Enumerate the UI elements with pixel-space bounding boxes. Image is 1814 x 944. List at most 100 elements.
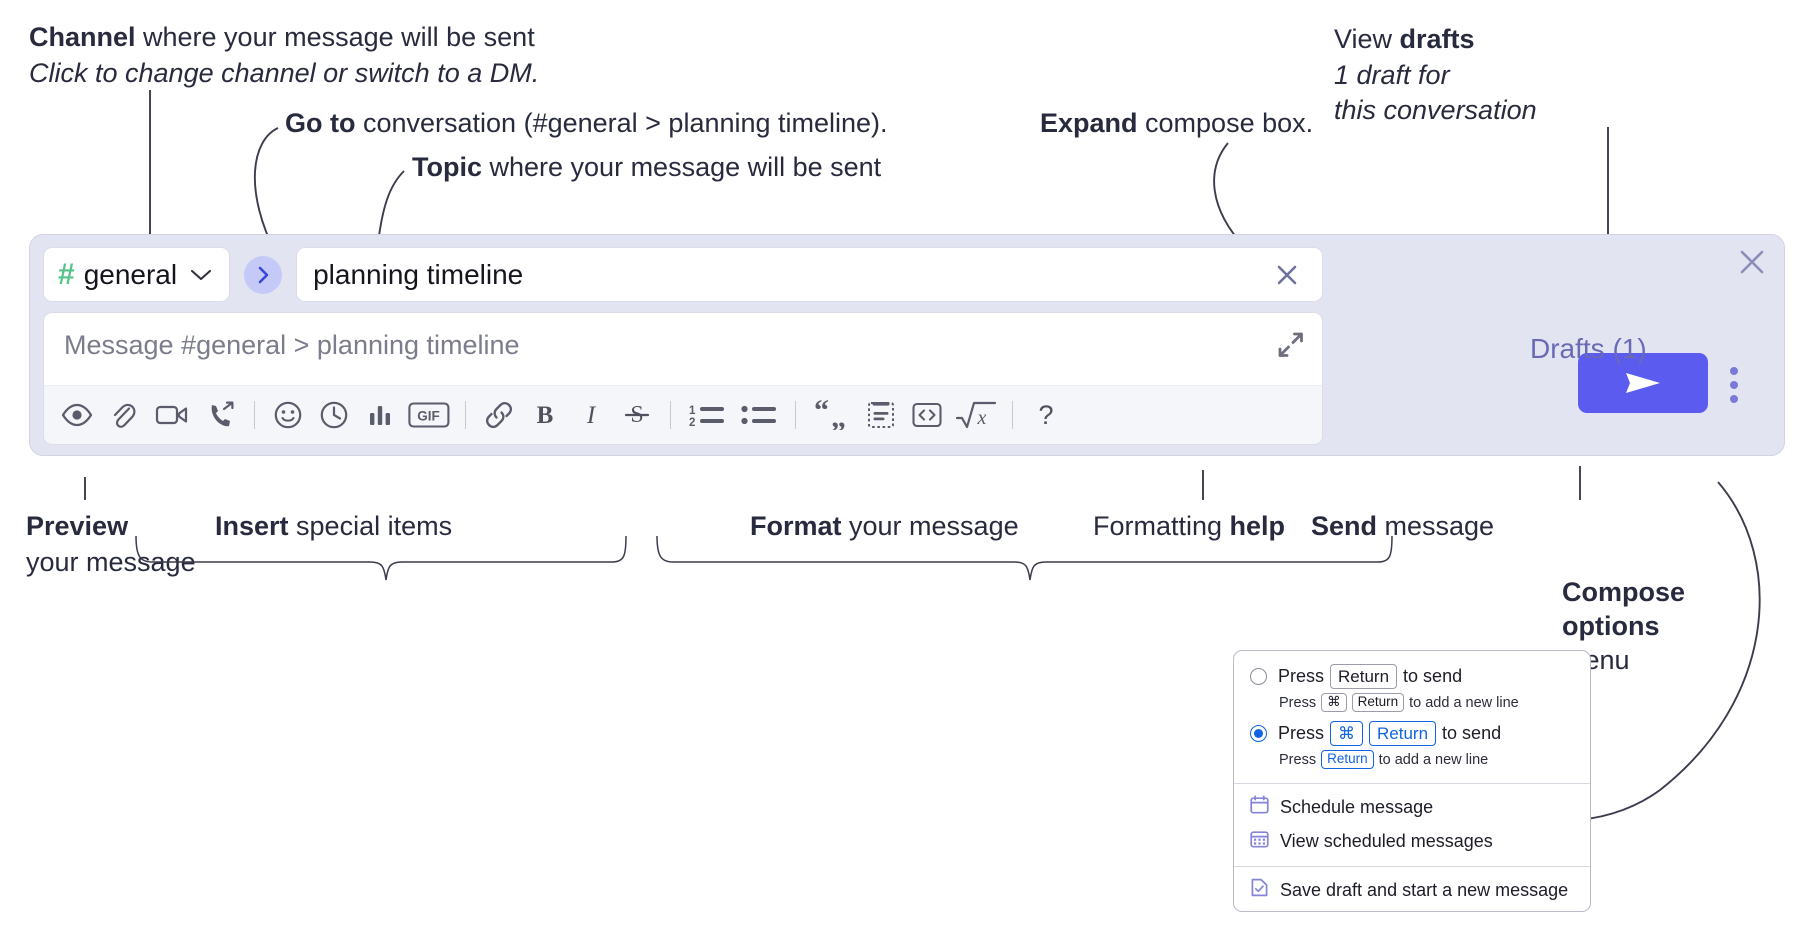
bulleted-list-icon[interactable]	[733, 392, 785, 438]
save-draft-icon	[1250, 878, 1269, 902]
formatting-toolbar: GIF B I S	[44, 385, 1322, 444]
phone-forward-icon[interactable]	[198, 392, 244, 438]
send-button[interactable]	[1578, 353, 1708, 413]
annotation-drafts-italic-1: 1 draft for	[1334, 59, 1450, 90]
video-camera-icon[interactable]	[146, 392, 198, 438]
annotation-drafts: View drafts 1 draft for this conversatio…	[1334, 22, 1537, 129]
radio-suffix: to send	[1442, 723, 1502, 744]
formatting-help-icon[interactable]: ?	[1023, 392, 1069, 438]
inline-code-icon[interactable]	[904, 392, 950, 438]
go-to-conversation-button[interactable]	[244, 255, 283, 294]
radio-button-selected[interactable]	[1250, 725, 1267, 743]
expand-diagonal-icon	[1278, 332, 1303, 357]
radio-option-label: Press ⌘ Return to send	[1278, 721, 1502, 747]
annotation-preview-bold: Preview	[26, 511, 129, 541]
annotation-channel-bold: Channel	[29, 22, 136, 52]
topic-clear-icon[interactable]	[1266, 260, 1308, 290]
radio-prefix: Press	[1278, 666, 1325, 687]
annotation-expand-bold: Expand	[1040, 108, 1138, 138]
sub-prefix: Press	[1279, 751, 1317, 768]
annotation-goto-bold: Go to	[285, 108, 356, 138]
code-block-icon[interactable]	[858, 392, 904, 438]
svg-text:x: x	[977, 407, 987, 429]
annotation-formatting-help: Formatting help	[1093, 509, 1285, 545]
message-input-box[interactable]: Message #general > planning timeline	[43, 312, 1323, 445]
bar-chart-icon[interactable]	[357, 392, 403, 438]
gif-icon[interactable]: GIF	[403, 392, 455, 438]
calendar-grid-icon	[1250, 829, 1269, 853]
annotation-format: Format your message	[750, 509, 1019, 545]
close-compose-button[interactable]	[1735, 245, 1769, 284]
italic-icon[interactable]: I	[568, 392, 614, 438]
annotation-topic-rest: where your message will be sent	[482, 152, 882, 182]
key-command: ⌘	[1330, 721, 1364, 747]
annotation-format-bold: Format	[750, 511, 842, 541]
compose-widget: # general planning timeline M	[29, 234, 1785, 456]
menu-item-view-scheduled-messages[interactable]: View scheduled messages	[1234, 824, 1590, 858]
toolbar-separator	[465, 401, 466, 429]
topic-input-wrapper[interactable]: planning timeline	[296, 247, 1323, 302]
menu-radio-option[interactable]: Press ⌘ Return to send	[1234, 718, 1590, 749]
menu-divider	[1234, 866, 1590, 868]
kebab-dot	[1730, 381, 1738, 389]
menu-item-label: View scheduled messages	[1280, 830, 1493, 851]
annotation-send-bold: Send	[1311, 511, 1378, 541]
sub-suffix: to add a new line	[1409, 694, 1519, 711]
toolbar-separator	[1012, 401, 1013, 429]
annotation-compose-options-1: Compose	[1562, 577, 1686, 607]
compose-inner: # general planning timeline M	[43, 246, 1323, 445]
annotation-goto: Go to conversation (#general > planning …	[285, 106, 888, 142]
attachment-icon[interactable]	[100, 392, 146, 438]
annotation-send: Send message	[1311, 509, 1494, 545]
channel-name: general	[83, 258, 178, 290]
annotation-preview: Preview your message	[26, 509, 196, 580]
chevron-down-icon	[190, 268, 212, 282]
menu-item-save-draft[interactable]: Save draft and start a new message	[1234, 873, 1590, 907]
clock-icon[interactable]	[311, 392, 357, 438]
radio-button[interactable]	[1250, 668, 1267, 686]
latex-icon[interactable]: x	[950, 392, 1002, 438]
message-input[interactable]: Message #general > planning timeline	[64, 330, 520, 360]
blockquote-icon[interactable]: “„	[806, 392, 858, 438]
annotation-topic-bold: Topic	[412, 152, 482, 182]
strikethrough-icon[interactable]: S	[614, 392, 660, 438]
compose-options-menu: Press Return to send Press ⌘ Return to a…	[1233, 650, 1591, 913]
key-command: ⌘	[1321, 693, 1347, 713]
svg-text:B: B	[537, 402, 554, 429]
annotation-goto-rest: conversation (#general > planning timeli…	[355, 108, 888, 138]
svg-text:2: 2	[689, 417, 695, 429]
menu-radio-subtext: Press ⌘ Return to add a new line	[1234, 692, 1590, 718]
kebab-dot	[1730, 367, 1738, 375]
emoji-icon[interactable]	[265, 392, 311, 438]
toolbar-separator	[670, 401, 671, 429]
toolbar-separator	[254, 401, 255, 429]
svg-text:I: I	[586, 402, 597, 429]
link-icon[interactable]	[476, 392, 522, 438]
annotation-drafts-bold: drafts	[1399, 24, 1475, 54]
sub-prefix: Press	[1279, 694, 1317, 711]
compose-header-row: # general planning timeline	[43, 246, 1323, 303]
annotation-insert-bold: Insert	[215, 511, 289, 541]
menu-radio-option[interactable]: Press Return to send	[1234, 661, 1590, 692]
annotation-help-normal: Formatting	[1093, 511, 1230, 541]
svg-text:1: 1	[689, 405, 696, 417]
channel-selector[interactable]: # general	[43, 247, 231, 302]
annotation-topic: Topic where your message will be sent	[412, 150, 881, 186]
expand-compose-box-button[interactable]	[1276, 330, 1306, 365]
annotation-preview-line2: your message	[26, 546, 196, 577]
preview-icon[interactable]	[54, 392, 100, 438]
topic-input[interactable]: planning timeline	[313, 258, 524, 290]
kebab-dot	[1730, 395, 1738, 403]
drafts-link[interactable]: Drafts (1)	[1530, 333, 1647, 364]
annotation-expand: Expand compose box.	[1040, 106, 1313, 142]
annotation-format-rest: your message	[841, 511, 1019, 541]
close-icon	[1740, 250, 1764, 274]
compose-options-button[interactable]	[1721, 363, 1747, 407]
annotation-insert: Insert special items	[215, 509, 452, 545]
bold-icon[interactable]: B	[522, 392, 568, 438]
send-paper-plane-icon	[1626, 373, 1660, 393]
radio-option-label: Press Return to send	[1278, 664, 1462, 690]
menu-item-schedule-message[interactable]: Schedule message	[1234, 790, 1590, 824]
